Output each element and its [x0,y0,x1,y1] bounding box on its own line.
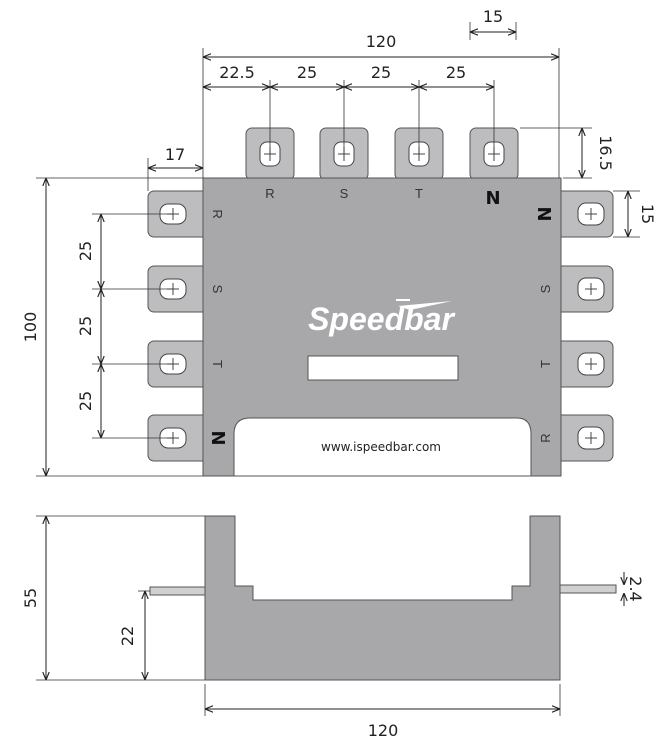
left-lug-t [147,340,209,388]
dim-terminal-height: 22 [118,626,137,646]
dim-pitch-3: 25 [446,63,466,82]
top-terminal-label-r: R [265,186,274,201]
dim-pitch-1: 25 [297,63,317,82]
brand-url: www.ispeedbar.com [321,440,441,454]
right-terminal-label-r: R [538,433,553,442]
left-lug-n [147,414,209,462]
right-terminal-label-s: S [538,284,553,293]
dim-side-pitch-1: 25 [76,241,95,261]
dim-side-width: 120 [368,721,399,740]
right-terminal-label-n: N [535,206,556,221]
side-terminal-left [149,586,207,596]
right-lug-n [554,190,614,238]
left-terminal-label-n: N [207,430,228,445]
left-lug-r [147,190,209,238]
top-view: R S T N R S T N N S T R Speedbar www.isp… [21,7,657,477]
right-lug-r [554,414,614,462]
dim-overall-height: 100 [21,312,40,343]
dim-top-lug-width: 15 [483,7,503,26]
dim-side-pitch-2: 25 [76,316,95,336]
side-view: 55 22 2.4 120 [21,515,645,740]
left-terminal-label-r: R [210,209,225,218]
dim-first-pitch: 22.5 [219,63,255,82]
right-terminal-label-t: T [538,360,553,368]
url-panel [233,417,532,477]
top-terminal-label-n: N [485,188,500,209]
dim-top-lug-projection: 16.5 [596,135,615,171]
dim-side-pitch-3: 25 [76,391,95,411]
brand-name: Speedbar [308,301,455,337]
top-terminal-label-t: T [415,186,423,201]
dim-side-lug-width: 15 [638,204,657,224]
dim-side-height: 55 [21,588,40,608]
dim-pitch-2: 25 [371,63,391,82]
speedbar-logo: Speedbar [308,299,455,337]
top-terminal-label-s: S [340,186,349,201]
right-lug-t [554,340,614,388]
right-lug-s [554,265,614,313]
dim-top-overall-width: 120 [366,32,397,51]
side-terminal-right [559,584,617,594]
label-window [307,355,459,381]
left-terminal-label-s: S [210,285,225,294]
dim-terminal-thickness: 2.4 [626,576,645,601]
left-terminal-label-t: T [210,360,225,368]
side-view-body [204,515,561,681]
dim-side-lug-projection: 17 [165,145,185,164]
